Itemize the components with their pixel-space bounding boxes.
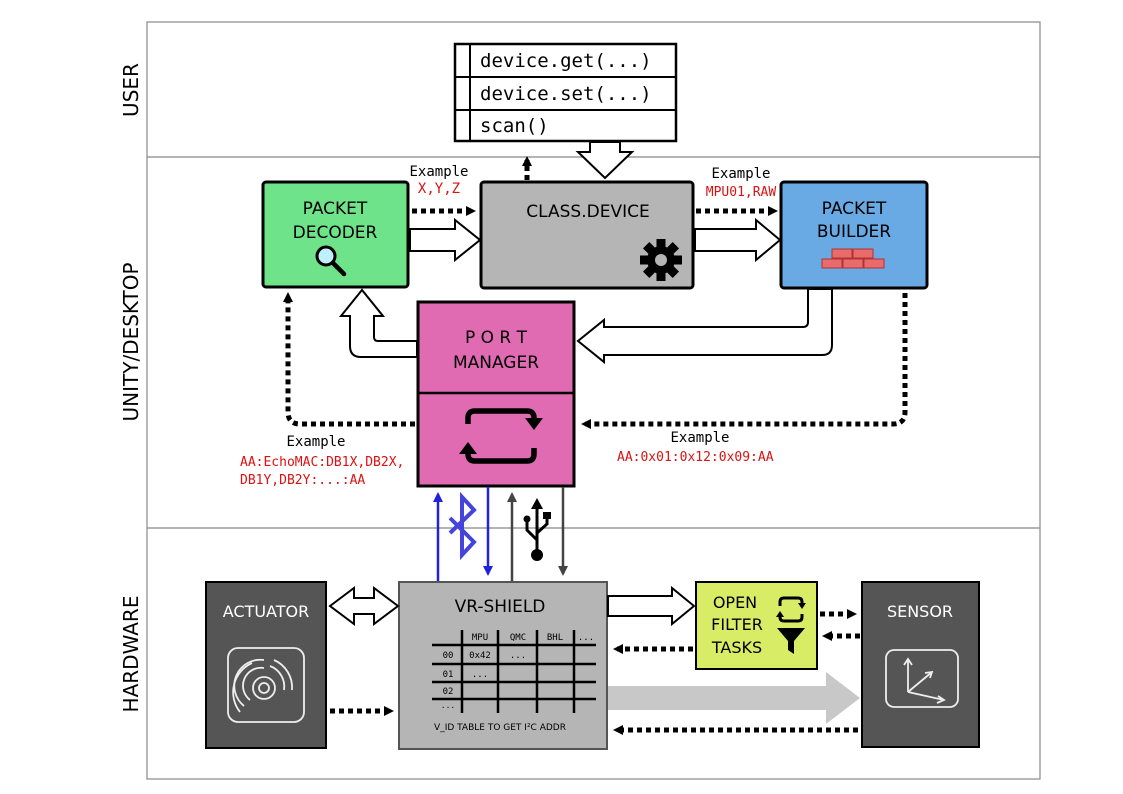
bluetooth-icon bbox=[448, 491, 477, 561]
lane-label-hardware: HARDWARE bbox=[119, 596, 143, 713]
vid-header-mpu: MPU bbox=[472, 633, 488, 643]
port-out-example-label: Example bbox=[670, 430, 729, 446]
magnifier-icon bbox=[315, 245, 347, 277]
device-to-builder-arrow bbox=[694, 217, 782, 263]
vid-caption: V_ID TABLE TO GET I²C ADDR bbox=[434, 723, 566, 733]
vid-cell: ... bbox=[510, 651, 526, 661]
vid-row-id: 02 bbox=[443, 687, 454, 697]
vr-shield-block: VR-SHIELD MPU QMC BHL ... 00 0x42 ... 01… bbox=[398, 581, 608, 750]
port-title-line2: MANAGER bbox=[453, 353, 539, 373]
vid-row-id: ... bbox=[441, 701, 455, 710]
decoder-example-label: Example bbox=[409, 164, 468, 180]
sync-icon bbox=[459, 408, 543, 464]
decoder-title-line2: DECODER bbox=[293, 223, 378, 243]
usb-icon bbox=[523, 498, 551, 561]
actuator-block: ACTUATOR bbox=[205, 581, 327, 749]
port-out-example-value: AA:0x01:0x12:0x09:AA bbox=[617, 450, 774, 465]
vid-row-id: 01 bbox=[443, 670, 454, 680]
builder-title-line1: PACKET bbox=[822, 199, 887, 219]
api-method-scan: scan() bbox=[480, 115, 549, 137]
vrshield-to-filter-arrow bbox=[607, 585, 696, 627]
vrshield-title: VR-SHIELD bbox=[455, 597, 546, 617]
vid-header-more: ... bbox=[578, 633, 594, 643]
port-in-example-value2: DB1Y,DB2Y:...:AA bbox=[240, 473, 365, 488]
decoder-example-value: X,Y,Z bbox=[418, 181, 460, 197]
actuator-title: ACTUATOR bbox=[223, 602, 310, 621]
vid-header-bhl: BHL bbox=[547, 633, 563, 643]
packet-decoder-block: PACKET DECODER bbox=[261, 180, 410, 289]
class-device-block: CLASS.DEVICE bbox=[479, 180, 695, 290]
lane-label-user: USER bbox=[119, 63, 143, 117]
vid-table: MPU QMC BHL ... 00 0x42 ... 01 ... 02 ..… bbox=[432, 630, 596, 733]
lane-label-unity: UNITY/DESKTOP bbox=[119, 263, 143, 422]
sensor-block: SENSOR bbox=[861, 581, 980, 748]
filter-title-line3: TASKS bbox=[711, 638, 762, 657]
swimlanes: USER UNITY/DESKTOP HARDWARE bbox=[119, 21, 1041, 780]
gear-icon bbox=[640, 239, 682, 281]
funnel-icon bbox=[777, 628, 805, 654]
vrshield-actuator-bidirectional-arrow bbox=[328, 586, 400, 626]
vid-row-id: 00 bbox=[443, 651, 454, 661]
axes-sensor-icon bbox=[885, 649, 959, 708]
port-to-decoder-arrow bbox=[338, 288, 418, 358]
vid-cell: 0x42 bbox=[469, 651, 491, 661]
packet-builder-block: PACKET BUILDER bbox=[779, 180, 929, 290]
builder-to-port-dotted-arrow bbox=[581, 293, 908, 429]
port-in-example-value1: AA:EchoMAC:DB1X,DB2X, bbox=[240, 455, 404, 470]
decoder-to-device-arrow bbox=[409, 217, 482, 263]
device-title: CLASS.DEVICE bbox=[526, 202, 649, 222]
port-title-line1: P O R T bbox=[465, 328, 528, 348]
api-method-set: device.set(...) bbox=[480, 83, 652, 105]
filter-title-line1: OPEN bbox=[713, 593, 757, 612]
port-in-example-label: Example bbox=[286, 434, 345, 450]
bricks-icon bbox=[821, 248, 885, 269]
decoder-title-line1: PACKET bbox=[303, 199, 368, 219]
sync-small-icon bbox=[776, 596, 806, 623]
filter-tasks-block: OPEN FILTER TASKS bbox=[695, 581, 818, 670]
vid-cell: ... bbox=[472, 670, 488, 680]
port-manager-block: P O R T MANAGER bbox=[416, 300, 576, 488]
api-methods-table: device.get(...) device.set(...) scan() bbox=[453, 42, 678, 143]
builder-to-port-arrow bbox=[576, 288, 833, 365]
api-method-get: device.get(...) bbox=[480, 50, 652, 72]
api-to-device-arrow bbox=[575, 141, 635, 180]
builder-example-value: MPU01,RAW bbox=[706, 185, 777, 200]
sensor-title: SENSOR bbox=[887, 602, 953, 621]
vibration-icon bbox=[227, 647, 305, 723]
vrshield-to-sensor-gray-arrow bbox=[608, 672, 860, 724]
filter-title-line2: FILTER bbox=[711, 615, 763, 634]
usb-channel bbox=[507, 487, 568, 582]
vid-header-qmc: QMC bbox=[510, 633, 526, 643]
builder-title-line2: BUILDER bbox=[817, 222, 891, 242]
bluetooth-channel bbox=[433, 487, 493, 582]
builder-example-label: Example bbox=[711, 166, 770, 182]
